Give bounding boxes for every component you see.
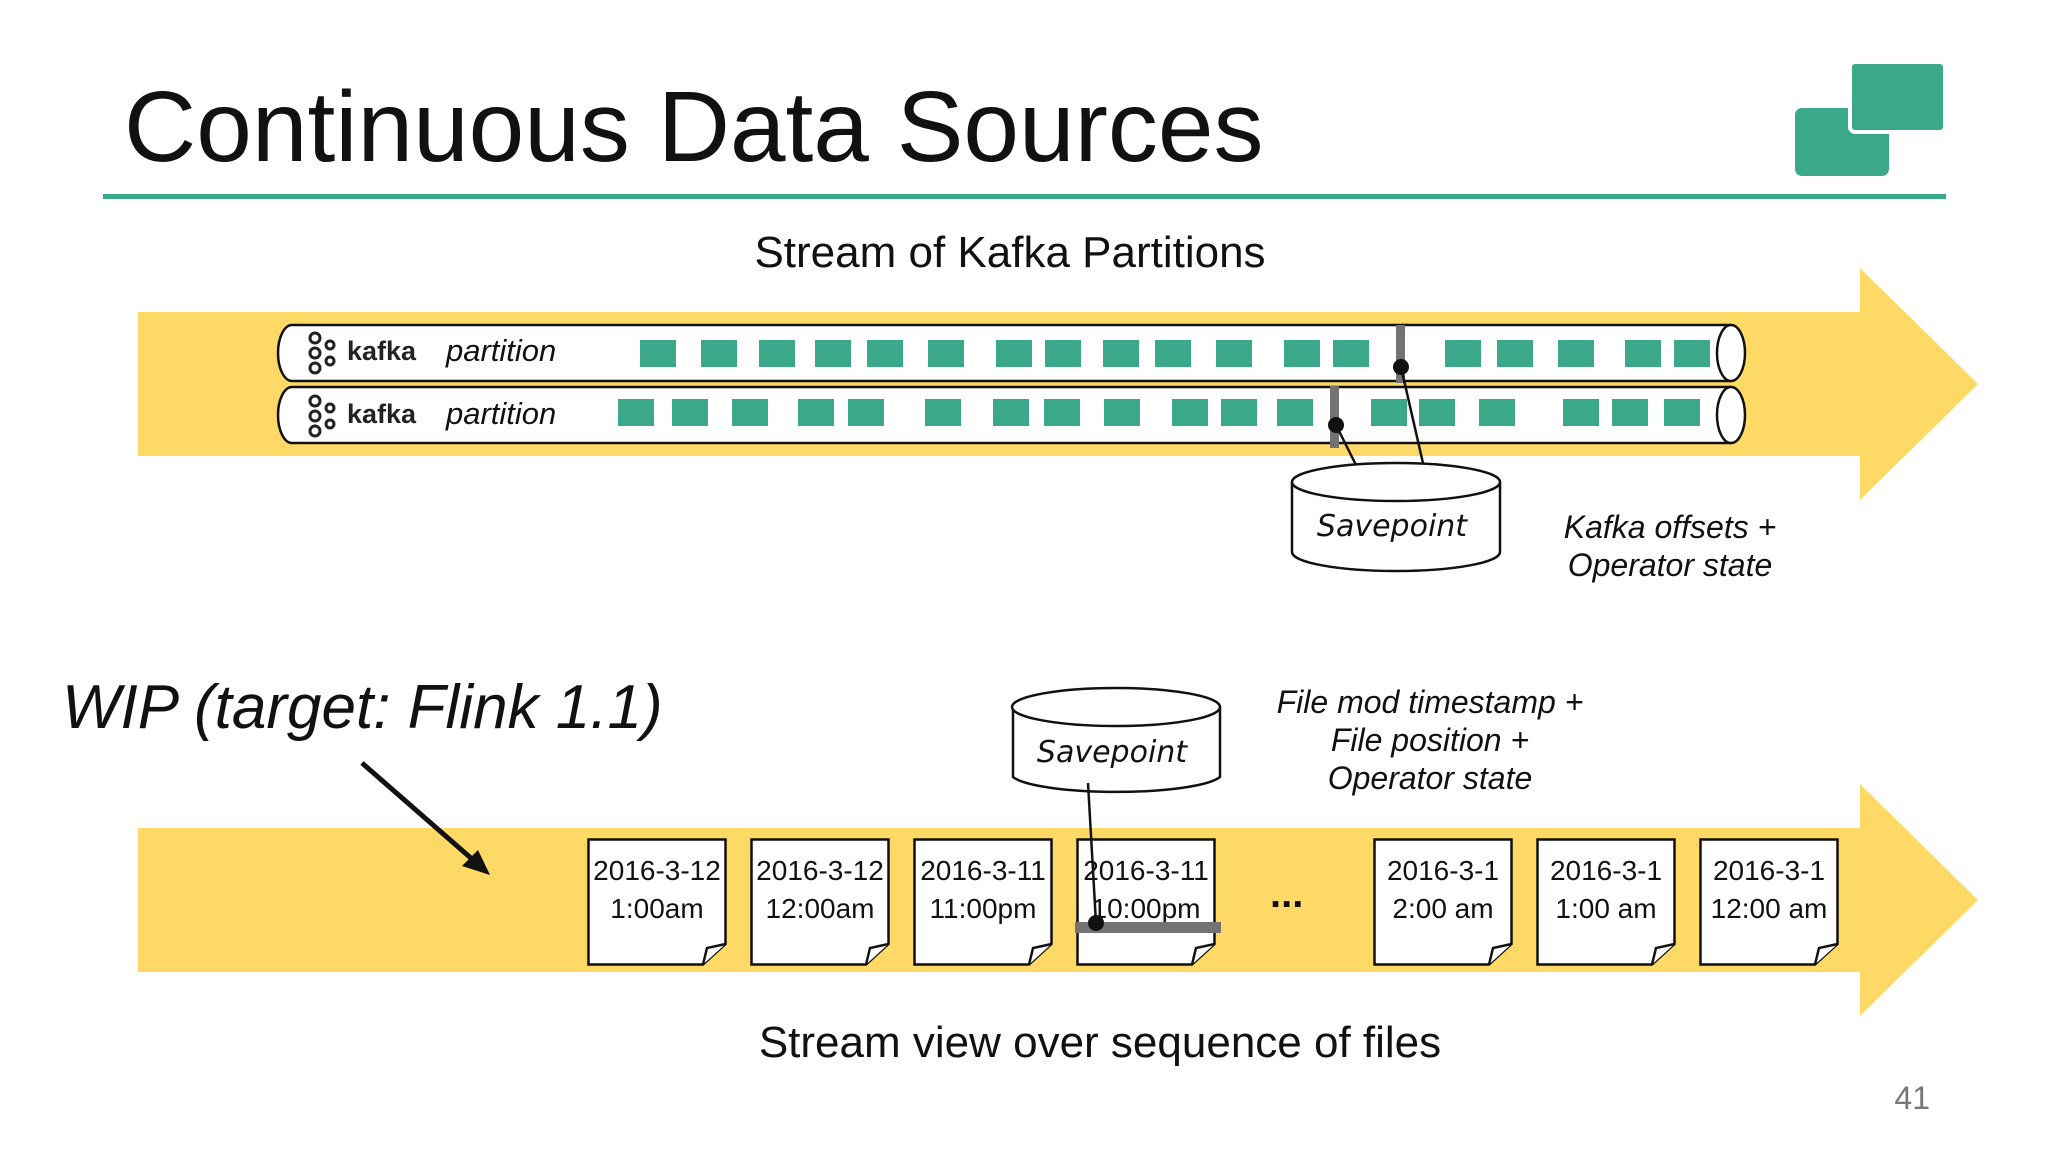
kafka-logo-text: kafka xyxy=(347,399,417,429)
partition-2-messages xyxy=(618,399,1700,426)
message xyxy=(815,340,851,367)
file-date: 2016-3-1 xyxy=(1386,855,1500,886)
message xyxy=(759,340,795,367)
file-card: 2016-3-11 10:00pm xyxy=(1076,838,1216,966)
message xyxy=(1479,399,1515,426)
file-ellipsis: ... xyxy=(1270,872,1304,916)
kafka-logo-icon xyxy=(308,394,336,438)
message xyxy=(732,399,768,426)
file-icon xyxy=(1536,838,1676,966)
message xyxy=(1103,340,1139,367)
message xyxy=(1612,399,1648,426)
file-savepoint-note: File mod timestamp + File position + Ope… xyxy=(1230,683,1630,797)
message xyxy=(1284,340,1320,367)
file-date: 2016-3-11 xyxy=(920,855,1046,886)
note-line: Operator state xyxy=(1327,760,1533,796)
wip-label: WIP (target: Flink 1.1) xyxy=(62,673,663,742)
message xyxy=(1674,340,1710,367)
message xyxy=(1277,399,1313,426)
message xyxy=(993,399,1029,426)
message xyxy=(798,399,834,426)
file-date: 2016-3-12 xyxy=(593,855,721,886)
message xyxy=(928,340,964,367)
message xyxy=(1419,399,1455,426)
message xyxy=(848,399,884,426)
file-date: 2016-3-11 xyxy=(1083,855,1209,886)
file-date: 2016-3-12 xyxy=(756,855,884,886)
kafka-partition-label-2: kafka partition xyxy=(305,391,605,441)
message xyxy=(618,399,654,426)
message xyxy=(1155,340,1191,367)
page-number: 41 xyxy=(1894,1080,1930,1116)
file-date: 2016-3-1 xyxy=(1712,855,1826,886)
file-time: 11:00pm xyxy=(929,893,1037,924)
message xyxy=(1104,399,1140,426)
note-line: Operator state xyxy=(1567,547,1773,583)
message xyxy=(1563,399,1599,426)
file-icon xyxy=(1373,838,1513,966)
file-card: 2016-3-12 1:00am xyxy=(587,838,727,966)
message xyxy=(1664,399,1700,426)
message xyxy=(640,340,676,367)
savepoint-cylinder-top: Savepoint xyxy=(1290,461,1502,573)
file-card: 2016-3-11 11:00pm xyxy=(913,838,1053,966)
message xyxy=(1371,399,1407,426)
message xyxy=(867,340,903,367)
message xyxy=(1044,399,1080,426)
message xyxy=(1172,399,1208,426)
file-icon xyxy=(1699,838,1839,966)
file-time: 1:00am xyxy=(610,893,704,924)
partition-1-offset-marker xyxy=(1396,325,1405,383)
file-icon xyxy=(913,838,1053,966)
message xyxy=(1221,399,1257,426)
file-icon xyxy=(750,838,890,966)
message xyxy=(925,399,961,426)
file-card: 2016-3-1 12:00 am xyxy=(1699,838,1839,966)
title-underline xyxy=(103,194,1946,199)
message xyxy=(1445,340,1481,367)
kafka-savepoint-note: Kafka offsets + Operator state xyxy=(1520,508,1820,584)
file-icon xyxy=(587,838,727,966)
file-card: 2016-3-1 2:00 am xyxy=(1373,838,1513,966)
message xyxy=(672,399,708,426)
file-time: 1:00 am xyxy=(1555,893,1657,924)
message xyxy=(1558,340,1594,367)
file-icon xyxy=(1076,838,1216,966)
message xyxy=(996,340,1032,367)
file-date: 2016-3-1 xyxy=(1549,855,1663,886)
file-time: 12:00 am xyxy=(1710,893,1828,924)
message xyxy=(1625,340,1661,367)
partition-label: partition xyxy=(446,396,557,431)
kafka-stream-heading: Stream of Kafka Partitions xyxy=(754,228,1266,277)
partition-2-offset-marker xyxy=(1330,386,1339,448)
stacked-squares-logo-icon xyxy=(1795,60,1947,176)
file-time: 12:00am xyxy=(765,893,875,924)
file-stream-caption: Stream view over sequence of files xyxy=(758,1018,1442,1067)
savepoint-label-top: Savepoint xyxy=(1317,509,1468,544)
note-line: File position + xyxy=(1330,722,1530,758)
message xyxy=(1333,340,1369,367)
message xyxy=(1045,340,1081,367)
note-line: File mod timestamp + xyxy=(1276,684,1584,720)
slide-title: Continuous Data Sources xyxy=(124,71,1264,183)
wip-pointer-arrow xyxy=(360,761,490,875)
kafka-partition-label-1: kafka partition xyxy=(305,328,605,378)
file-card: 2016-3-1 1:00 am xyxy=(1536,838,1676,966)
message xyxy=(701,340,737,367)
message xyxy=(1216,340,1252,367)
file-card: 2016-3-12 12:00am xyxy=(750,838,890,966)
kafka-logo-icon xyxy=(308,331,336,375)
partition-1-messages xyxy=(640,340,1710,367)
message xyxy=(1497,340,1533,367)
file-time: 10:00pm xyxy=(1091,893,1201,924)
file-time: 2:00 am xyxy=(1392,893,1494,924)
note-line: Kafka offsets + xyxy=(1563,509,1777,545)
partition-label: partition xyxy=(446,333,557,368)
kafka-logo-text: kafka xyxy=(347,336,417,366)
